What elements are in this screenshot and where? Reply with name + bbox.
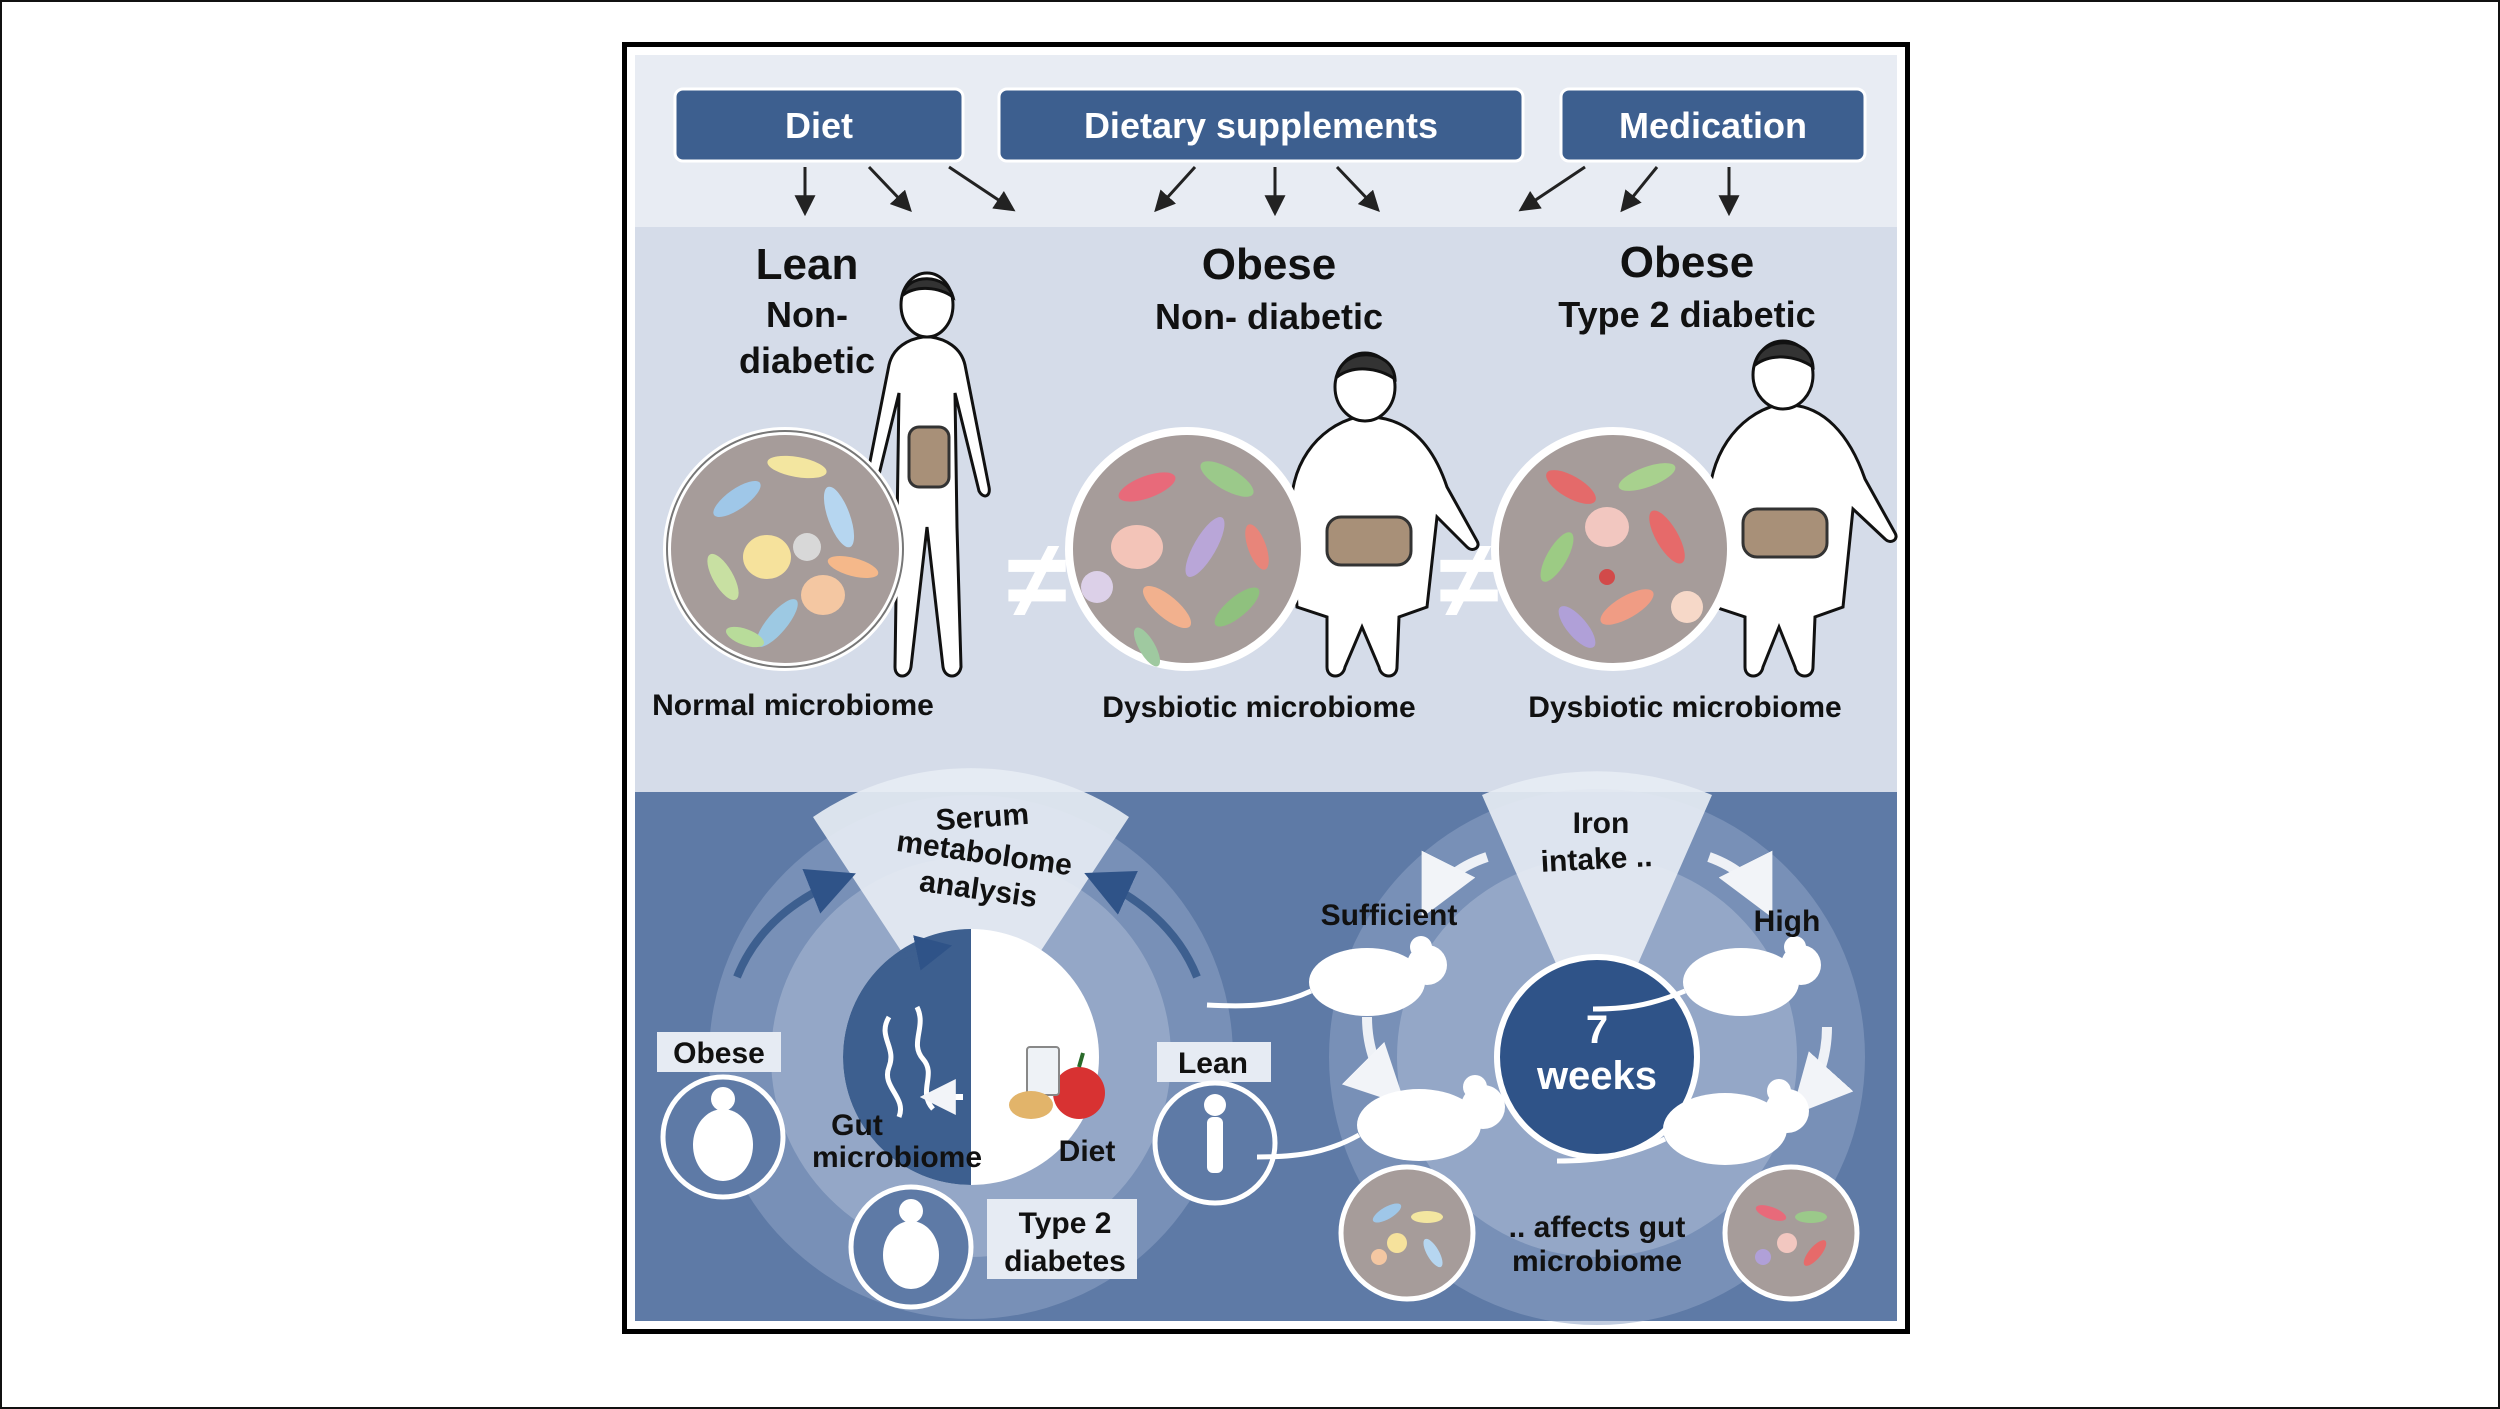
- lean-microbiome-circle: [663, 427, 907, 671]
- lean-badge-label: Lean: [1178, 1047, 1248, 1080]
- affects-label-1: .. affects gut: [1509, 1211, 1686, 1244]
- glass-icon: [1026, 1046, 1060, 1096]
- weeks-label: weeks: [1536, 1054, 1657, 1098]
- high-label: High: [1754, 905, 1821, 938]
- header-diet-label: Diet: [785, 105, 853, 146]
- lean-subtitle-2: diabetic: [739, 340, 875, 381]
- header-box-medication: Medication: [1559, 87, 1867, 163]
- human-study-diagram: [709, 768, 1233, 1319]
- mouse-icon-sufficient: [1206, 936, 1447, 1016]
- abstract-canvas: Diet Dietary supplements Medication Lean…: [627, 47, 1905, 1329]
- not-equal-sign-1: ≠: [1007, 518, 1067, 641]
- iron-label-2: intake ..: [1540, 840, 1653, 879]
- obese-nd-subtitle: Non- diabetic: [1155, 296, 1383, 337]
- mouse-study-diagram: [1206, 771, 1865, 1325]
- t2d-person-badge: [848, 1184, 1137, 1310]
- lean-subtitle-1: Non-: [766, 294, 848, 335]
- obese-person-badge: [657, 1032, 786, 1200]
- mouse-icon-sufficient-after: [1256, 1075, 1505, 1161]
- obese-t2d-body-figure: [1707, 339, 1898, 678]
- graphical-abstract: Diet Dietary supplements Medication Lean…: [622, 42, 1910, 1334]
- iron-label-1: Iron: [1573, 807, 1630, 840]
- header-medication-label: Medication: [1619, 105, 1807, 146]
- iron-sector: [1482, 771, 1712, 1057]
- diet-label: Diet: [1059, 1135, 1116, 1168]
- lean-caption: Normal microbiome: [652, 689, 934, 722]
- obese-nd-title: Obese: [1202, 240, 1337, 289]
- header-box-diet: Diet: [673, 87, 965, 163]
- sufficient-label: Sufficient: [1321, 899, 1458, 932]
- apple-icon: [1053, 1067, 1105, 1119]
- obese-badge-label: Obese: [673, 1037, 765, 1070]
- t2d-label-2: diabetes: [1004, 1245, 1126, 1278]
- lean-title: Lean: [756, 240, 859, 289]
- header-box-supplements: Dietary supplements: [997, 87, 1525, 163]
- microbiome-circle-high: [1722, 1164, 1860, 1302]
- mouse-icon-high-after: [1556, 1079, 1809, 1165]
- obese-nd-microbiome-circle: [1065, 427, 1309, 671]
- obese-t2d-subtitle: Type 2 diabetic: [1558, 294, 1815, 335]
- header-supplements-label: Dietary supplements: [1084, 105, 1438, 146]
- microbiome-circle-sufficient: [1338, 1164, 1476, 1302]
- not-equal-sign-2: ≠: [1439, 518, 1499, 641]
- serum-sector: [813, 768, 1129, 1057]
- obese-t2d-caption: Dysbiotic microbiome: [1528, 691, 1841, 724]
- bread-icon: [1009, 1091, 1053, 1119]
- obese-t2d-title: Obese: [1620, 238, 1755, 287]
- obese-nd-body-figure: [1289, 351, 1480, 678]
- obese-t2d-microbiome-circle: [1491, 427, 1735, 671]
- header-arrows: [794, 165, 1740, 217]
- obese-nd-caption: Dysbiotic microbiome: [1102, 691, 1415, 724]
- serum-label-1: Serum: [935, 798, 1030, 837]
- weeks-number: 7: [1586, 1008, 1608, 1052]
- mouse-icon-high: [1592, 936, 1821, 1016]
- gut-label-1: Gut: [831, 1109, 883, 1142]
- gut-label-2: microbiome: [812, 1141, 982, 1174]
- t2d-label-1: Type 2: [1019, 1207, 1112, 1240]
- affects-label-2: microbiome: [1512, 1245, 1682, 1278]
- lean-person-badge: [1152, 1042, 1278, 1206]
